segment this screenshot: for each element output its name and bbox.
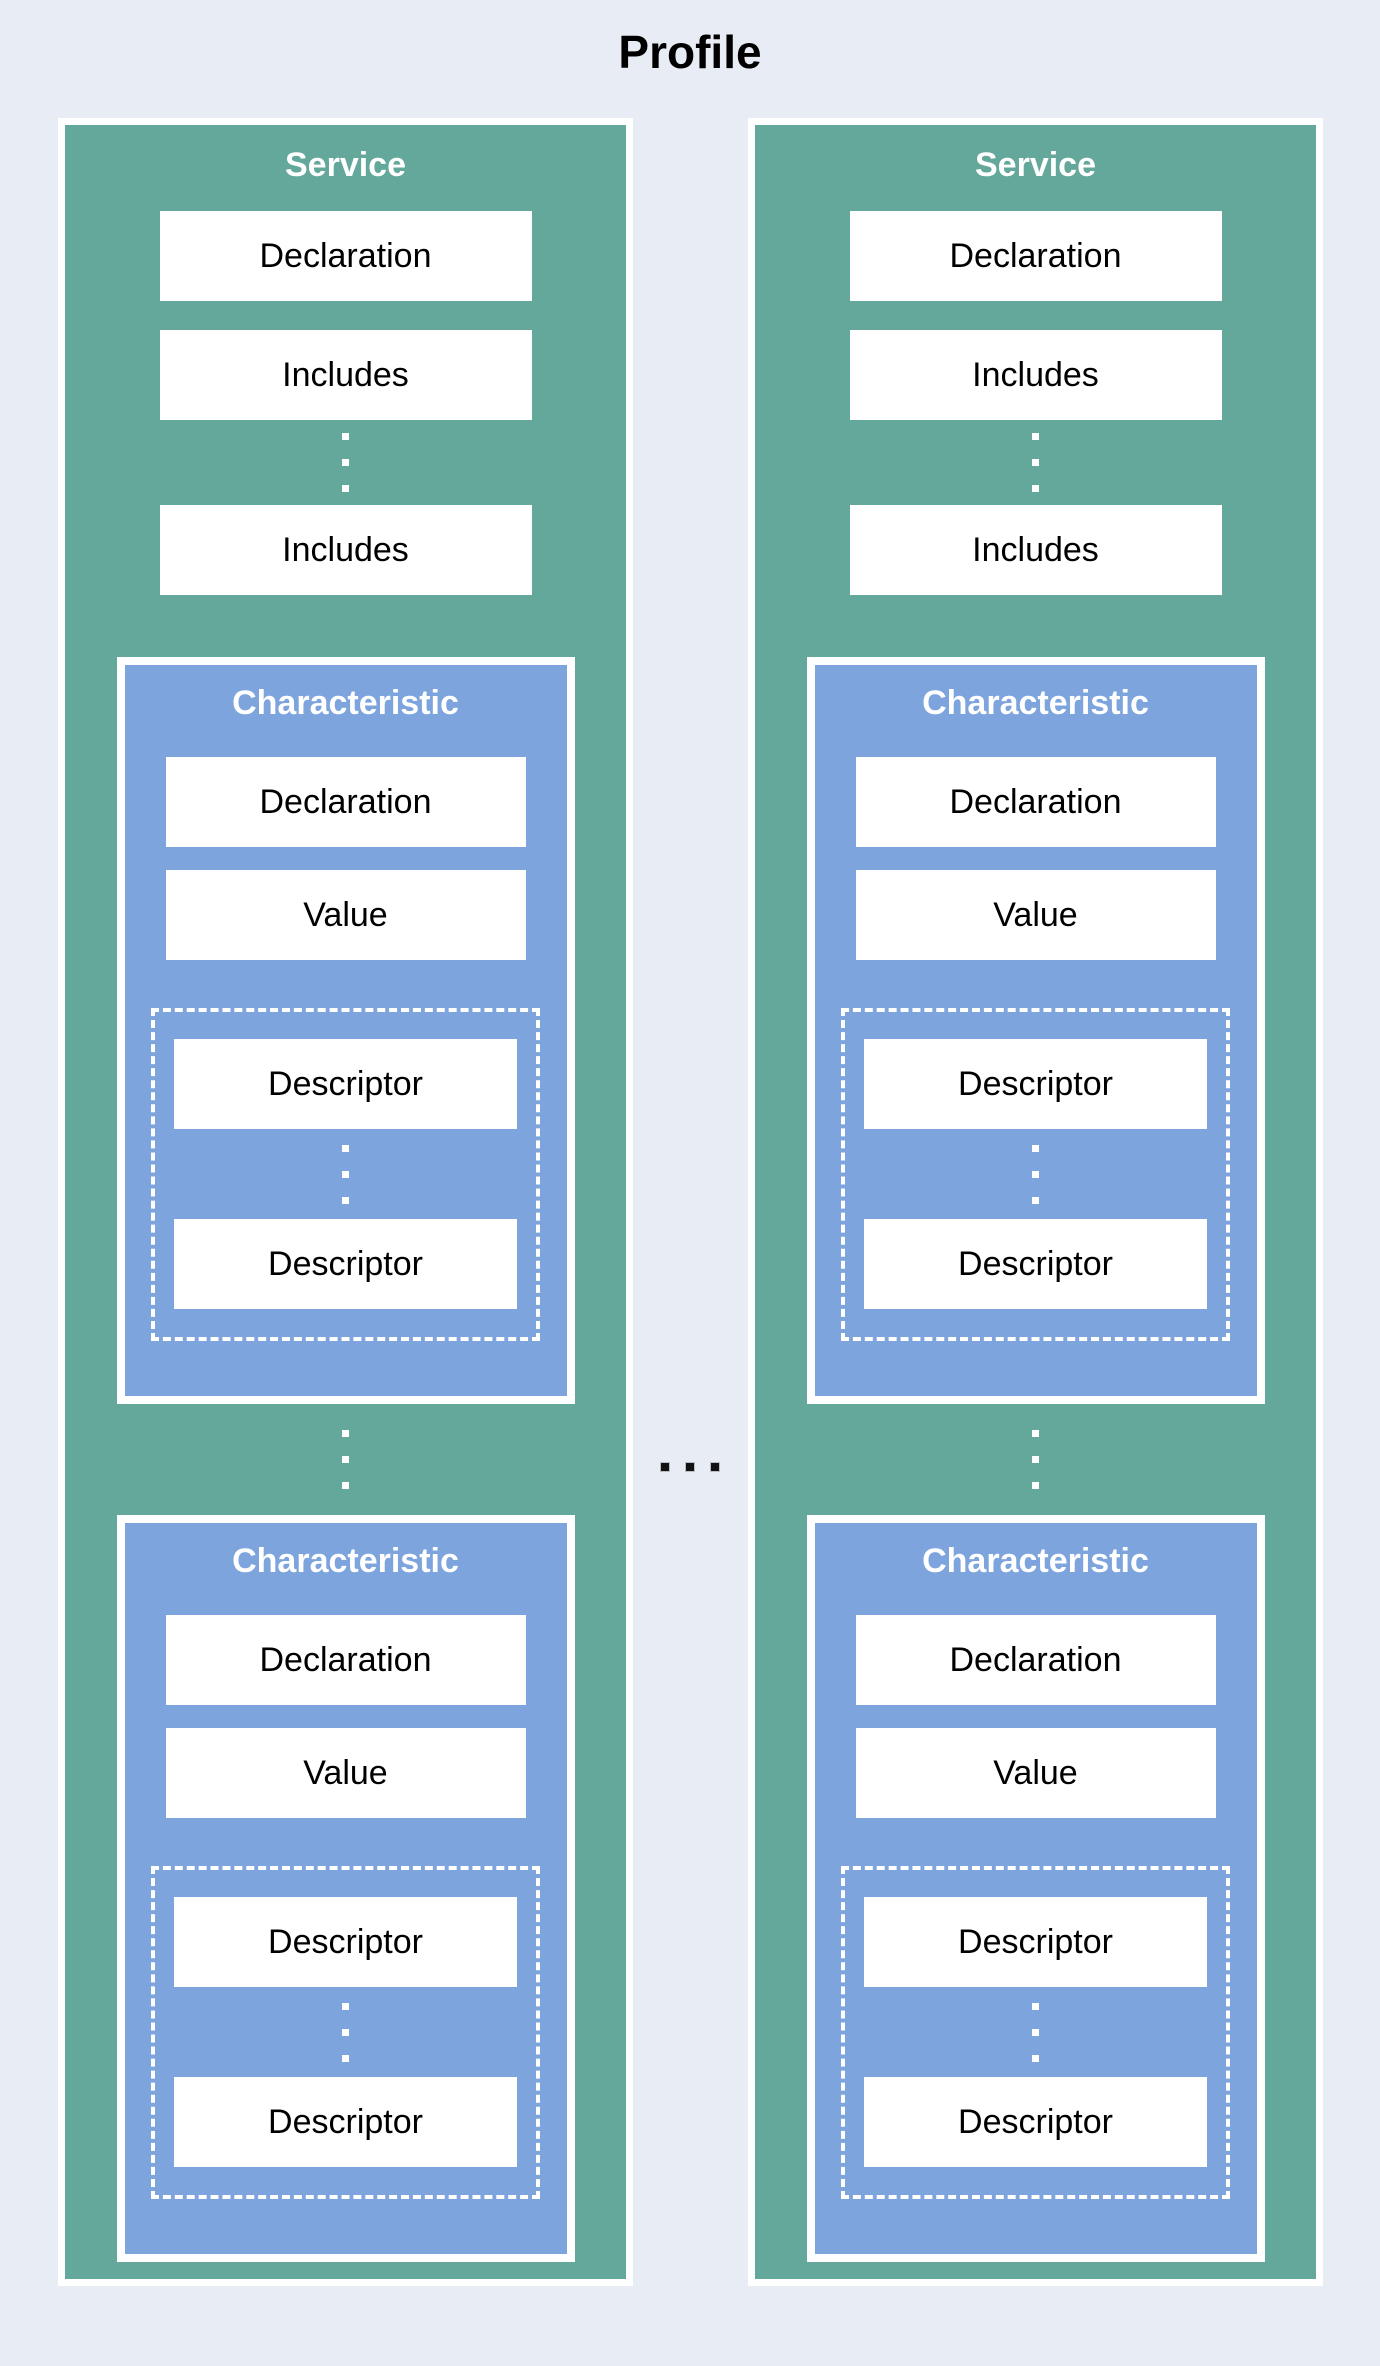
vertical-ellipsis xyxy=(342,1145,349,1204)
ellipsis-dot-icon xyxy=(1032,2055,1039,2062)
descriptor-group: Descriptor Descriptor xyxy=(151,1866,540,2199)
ellipsis-dot-icon xyxy=(710,1462,720,1472)
service-panel: Service Declaration Includes Includes Ch… xyxy=(58,118,633,2286)
ellipsis-dot-icon xyxy=(342,433,349,440)
ellipsis-dot-icon xyxy=(1032,433,1039,440)
characteristic-box: Characteristic Declaration Value Descrip… xyxy=(806,657,1265,1404)
vertical-ellipsis xyxy=(342,433,349,492)
descriptor-box: Descriptor xyxy=(174,2077,517,2167)
characteristic-box: Characteristic Declaration Value Descrip… xyxy=(806,1515,1265,2262)
vertical-ellipsis xyxy=(1032,433,1039,492)
ellipsis-dot-icon xyxy=(342,459,349,466)
descriptor-box: Descriptor xyxy=(864,2077,1207,2167)
characteristic-value-box: Value xyxy=(165,870,526,960)
ellipsis-dot-icon xyxy=(342,2055,349,2062)
characteristic-title: Characteristic xyxy=(922,1542,1149,1580)
characteristic-declaration-box: Declaration xyxy=(165,757,526,847)
service-includes-box: Includes xyxy=(849,330,1222,420)
ellipsis-dot-icon xyxy=(342,1456,349,1463)
descriptor-group: Descriptor Descriptor xyxy=(151,1008,540,1341)
vertical-ellipsis xyxy=(1032,2003,1039,2062)
ellipsis-dot-icon xyxy=(1032,1197,1039,1204)
ellipsis-dot-icon xyxy=(342,1197,349,1204)
service-panel: Service Declaration Includes Includes Ch… xyxy=(748,118,1323,2286)
ellipsis-dot-icon xyxy=(342,1482,349,1489)
ellipsis-dot-icon xyxy=(660,1462,670,1472)
characteristic-declaration-box: Declaration xyxy=(855,757,1216,847)
ellipsis-dot-icon xyxy=(1032,459,1039,466)
service-includes-box: Includes xyxy=(159,330,532,420)
characteristic-title: Characteristic xyxy=(232,684,459,722)
characteristic-box: Characteristic Declaration Value Descrip… xyxy=(116,1515,575,2262)
vertical-ellipsis xyxy=(342,1430,349,1489)
ellipsis-dot-icon xyxy=(342,1145,349,1152)
characteristic-value-box: Value xyxy=(855,1728,1216,1818)
vertical-ellipsis xyxy=(342,2003,349,2062)
ellipsis-dot-icon xyxy=(1032,1171,1039,1178)
characteristic-value-box: Value xyxy=(855,870,1216,960)
vertical-ellipsis xyxy=(1032,1430,1039,1489)
services-row: Service Declaration Includes Includes Ch… xyxy=(0,118,1380,2286)
characteristic-box: Characteristic Declaration Value Descrip… xyxy=(116,657,575,1404)
ellipsis-dot-icon xyxy=(1032,2029,1039,2036)
horizontal-ellipsis xyxy=(660,1462,720,1472)
service-declaration-box: Declaration xyxy=(849,211,1222,301)
vertical-ellipsis xyxy=(1032,1145,1039,1204)
descriptor-box: Descriptor xyxy=(174,1219,517,1309)
service-declaration-box: Declaration xyxy=(159,211,532,301)
ellipsis-dot-icon xyxy=(1032,485,1039,492)
characteristic-declaration-box: Declaration xyxy=(855,1615,1216,1705)
characteristic-declaration-box: Declaration xyxy=(165,1615,526,1705)
ellipsis-dot-icon xyxy=(342,485,349,492)
service-title: Service xyxy=(285,146,406,184)
characteristic-title: Characteristic xyxy=(232,1542,459,1580)
descriptor-group: Descriptor Descriptor xyxy=(841,1866,1230,2199)
ellipsis-dot-icon xyxy=(1032,1145,1039,1152)
descriptor-box: Descriptor xyxy=(174,1039,517,1129)
service-includes-box: Includes xyxy=(159,505,532,595)
descriptor-box: Descriptor xyxy=(174,1897,517,1987)
ellipsis-dot-icon xyxy=(1032,1430,1039,1437)
characteristic-value-box: Value xyxy=(165,1728,526,1818)
ellipsis-dot-icon xyxy=(342,2003,349,2010)
page-title: Profile xyxy=(618,26,762,78)
service-includes-box: Includes xyxy=(849,505,1222,595)
ellipsis-dot-icon xyxy=(685,1462,695,1472)
descriptor-box: Descriptor xyxy=(864,1039,1207,1129)
ellipsis-dot-icon xyxy=(1032,2003,1039,2010)
descriptor-group: Descriptor Descriptor xyxy=(841,1008,1230,1341)
ellipsis-dot-icon xyxy=(342,2029,349,2036)
characteristic-title: Characteristic xyxy=(922,684,1149,722)
ellipsis-dot-icon xyxy=(342,1430,349,1437)
ellipsis-dot-icon xyxy=(1032,1482,1039,1489)
descriptor-box: Descriptor xyxy=(864,1897,1207,1987)
ellipsis-dot-icon xyxy=(1032,1456,1039,1463)
descriptor-box: Descriptor xyxy=(864,1219,1207,1309)
ellipsis-dot-icon xyxy=(342,1171,349,1178)
service-title: Service xyxy=(975,146,1096,184)
